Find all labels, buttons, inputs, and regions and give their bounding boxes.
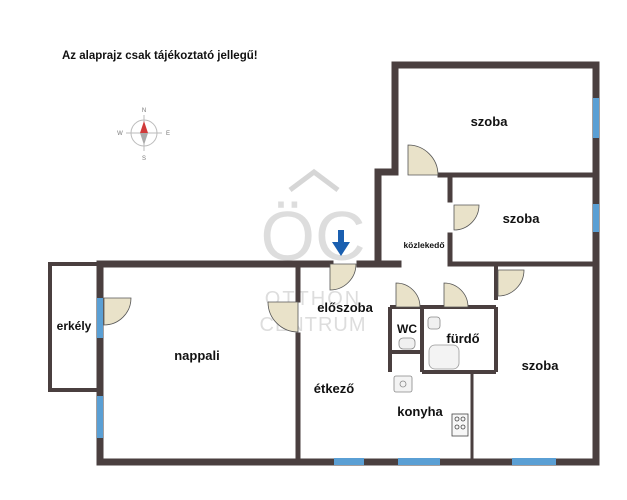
compass-e: E <box>166 131 170 137</box>
stove-icon <box>451 413 469 437</box>
room-label-eloszoba: előszoba <box>317 300 373 315</box>
wc-toilet-icon <box>398 337 416 350</box>
balcony-outline <box>48 262 100 392</box>
kitchen-sink-icon <box>393 375 413 393</box>
sink-icon <box>427 316 441 330</box>
room-label-wc: WC <box>397 322 417 336</box>
entrance-arrow-icon <box>332 230 350 256</box>
disclaimer-note: Az alaprajz csak tájékoztató jellegű! <box>62 50 258 62</box>
compass-w: W <box>117 131 123 137</box>
room-label-szoba-mid: szoba <box>503 211 541 226</box>
room-label-etkezo: étkező <box>314 381 355 396</box>
compass-icon: N S E W <box>117 108 170 162</box>
windows <box>97 98 599 465</box>
compass-s: S <box>142 156 146 162</box>
room-label-nappali: nappali <box>174 348 220 363</box>
room-label-erkely: erkély <box>57 319 92 333</box>
compass-n: N <box>142 108 146 114</box>
room-label-konyha: konyha <box>397 404 443 419</box>
room-label-szoba-right: szoba <box>522 358 560 373</box>
doors <box>103 144 525 333</box>
room-label-kozlekedo: közlekedő <box>403 240 444 250</box>
bathtub-icon <box>428 344 460 370</box>
room-label-szoba-top: szoba <box>471 114 509 129</box>
room-label-furdo: fürdő <box>446 331 479 346</box>
